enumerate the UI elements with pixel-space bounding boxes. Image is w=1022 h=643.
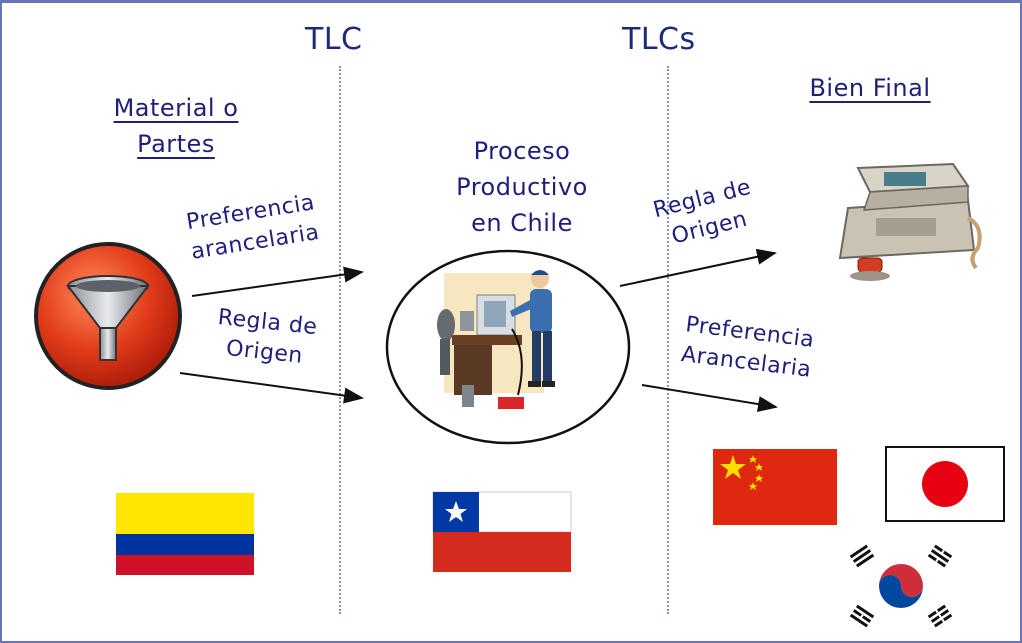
tlcs-label: TLCs [622,22,696,57]
computer-icon [838,162,982,281]
material-line-2: Partes [137,130,215,158]
divider-right [667,66,669,614]
proceso-line-2: Productivo [456,173,588,201]
arrow-right-top [619,248,777,287]
material-heading: Material o Partes [88,90,264,162]
arrow-left-bottom [179,372,364,404]
proceso-line-1: Proceso [473,137,571,165]
divider-left [339,66,341,614]
china-flag [713,449,837,525]
tlc-label: TLC [305,22,363,57]
bien-final-heading: Bien Final [809,74,931,102]
arrow-right-bottom [641,384,778,412]
material-line-1: Material o [113,94,239,122]
proceso-heading: Proceso Productivo en Chile [432,133,612,241]
korea-flag [836,540,966,632]
arrow-left-top [191,266,364,297]
chile-flag [432,491,572,572]
colombia-flag [116,493,254,575]
worker-icon [437,270,555,409]
proceso-line-3: en Chile [471,209,573,237]
japan-flag [885,446,1005,522]
funnel-icon [34,242,182,390]
